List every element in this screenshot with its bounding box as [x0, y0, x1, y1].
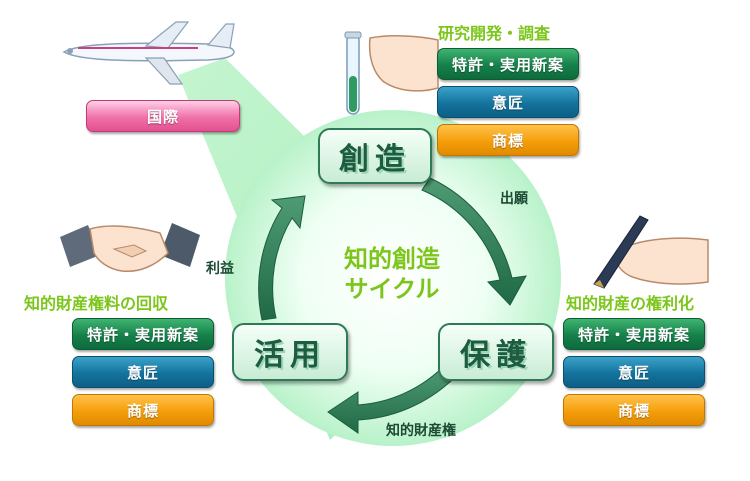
- royalty-item-patent: 特許・実用新案: [72, 318, 214, 350]
- label-application: 出願: [500, 191, 528, 207]
- arrow-utilize-to-create: [258, 195, 306, 321]
- international-button: 国際: [86, 100, 240, 132]
- arrow-create-to-protect: [421, 177, 527, 306]
- node-protect: 保護: [438, 323, 554, 381]
- research-heading: 研究開発・調査: [438, 24, 551, 43]
- royalty-item-trademark: 商標: [72, 394, 214, 426]
- node-create: 創造: [318, 128, 432, 184]
- center-title-line1: 知的創造: [344, 245, 440, 273]
- airplane-icon: [62, 21, 235, 85]
- research-item-patent: 特許・実用新案: [437, 48, 579, 80]
- pen-hand-icon: [593, 215, 709, 289]
- label-ip-right: 知的財産権: [386, 423, 456, 439]
- research-item-design: 意匠: [437, 86, 579, 118]
- royalty-item-design: 意匠: [72, 356, 214, 388]
- rights-item-trademark: 商標: [563, 394, 705, 426]
- node-utilize: 活用: [232, 323, 348, 381]
- royalty-heading: 知的財産権料の回収: [24, 294, 169, 313]
- center-title-line2: サイクル: [344, 275, 440, 303]
- center-title: 知的創造 サイクル: [312, 244, 472, 304]
- rights-item-patent: 特許・実用新案: [563, 318, 705, 350]
- handshake-icon: [60, 223, 200, 273]
- label-profit: 利益: [206, 261, 234, 277]
- arrow-protect-to-utilize: [327, 367, 453, 434]
- rights-item-design: 意匠: [563, 356, 705, 388]
- rights-heading: 知的財産の権利化: [566, 294, 695, 313]
- test-tube-icon: [344, 31, 439, 115]
- research-item-trademark: 商標: [437, 124, 579, 156]
